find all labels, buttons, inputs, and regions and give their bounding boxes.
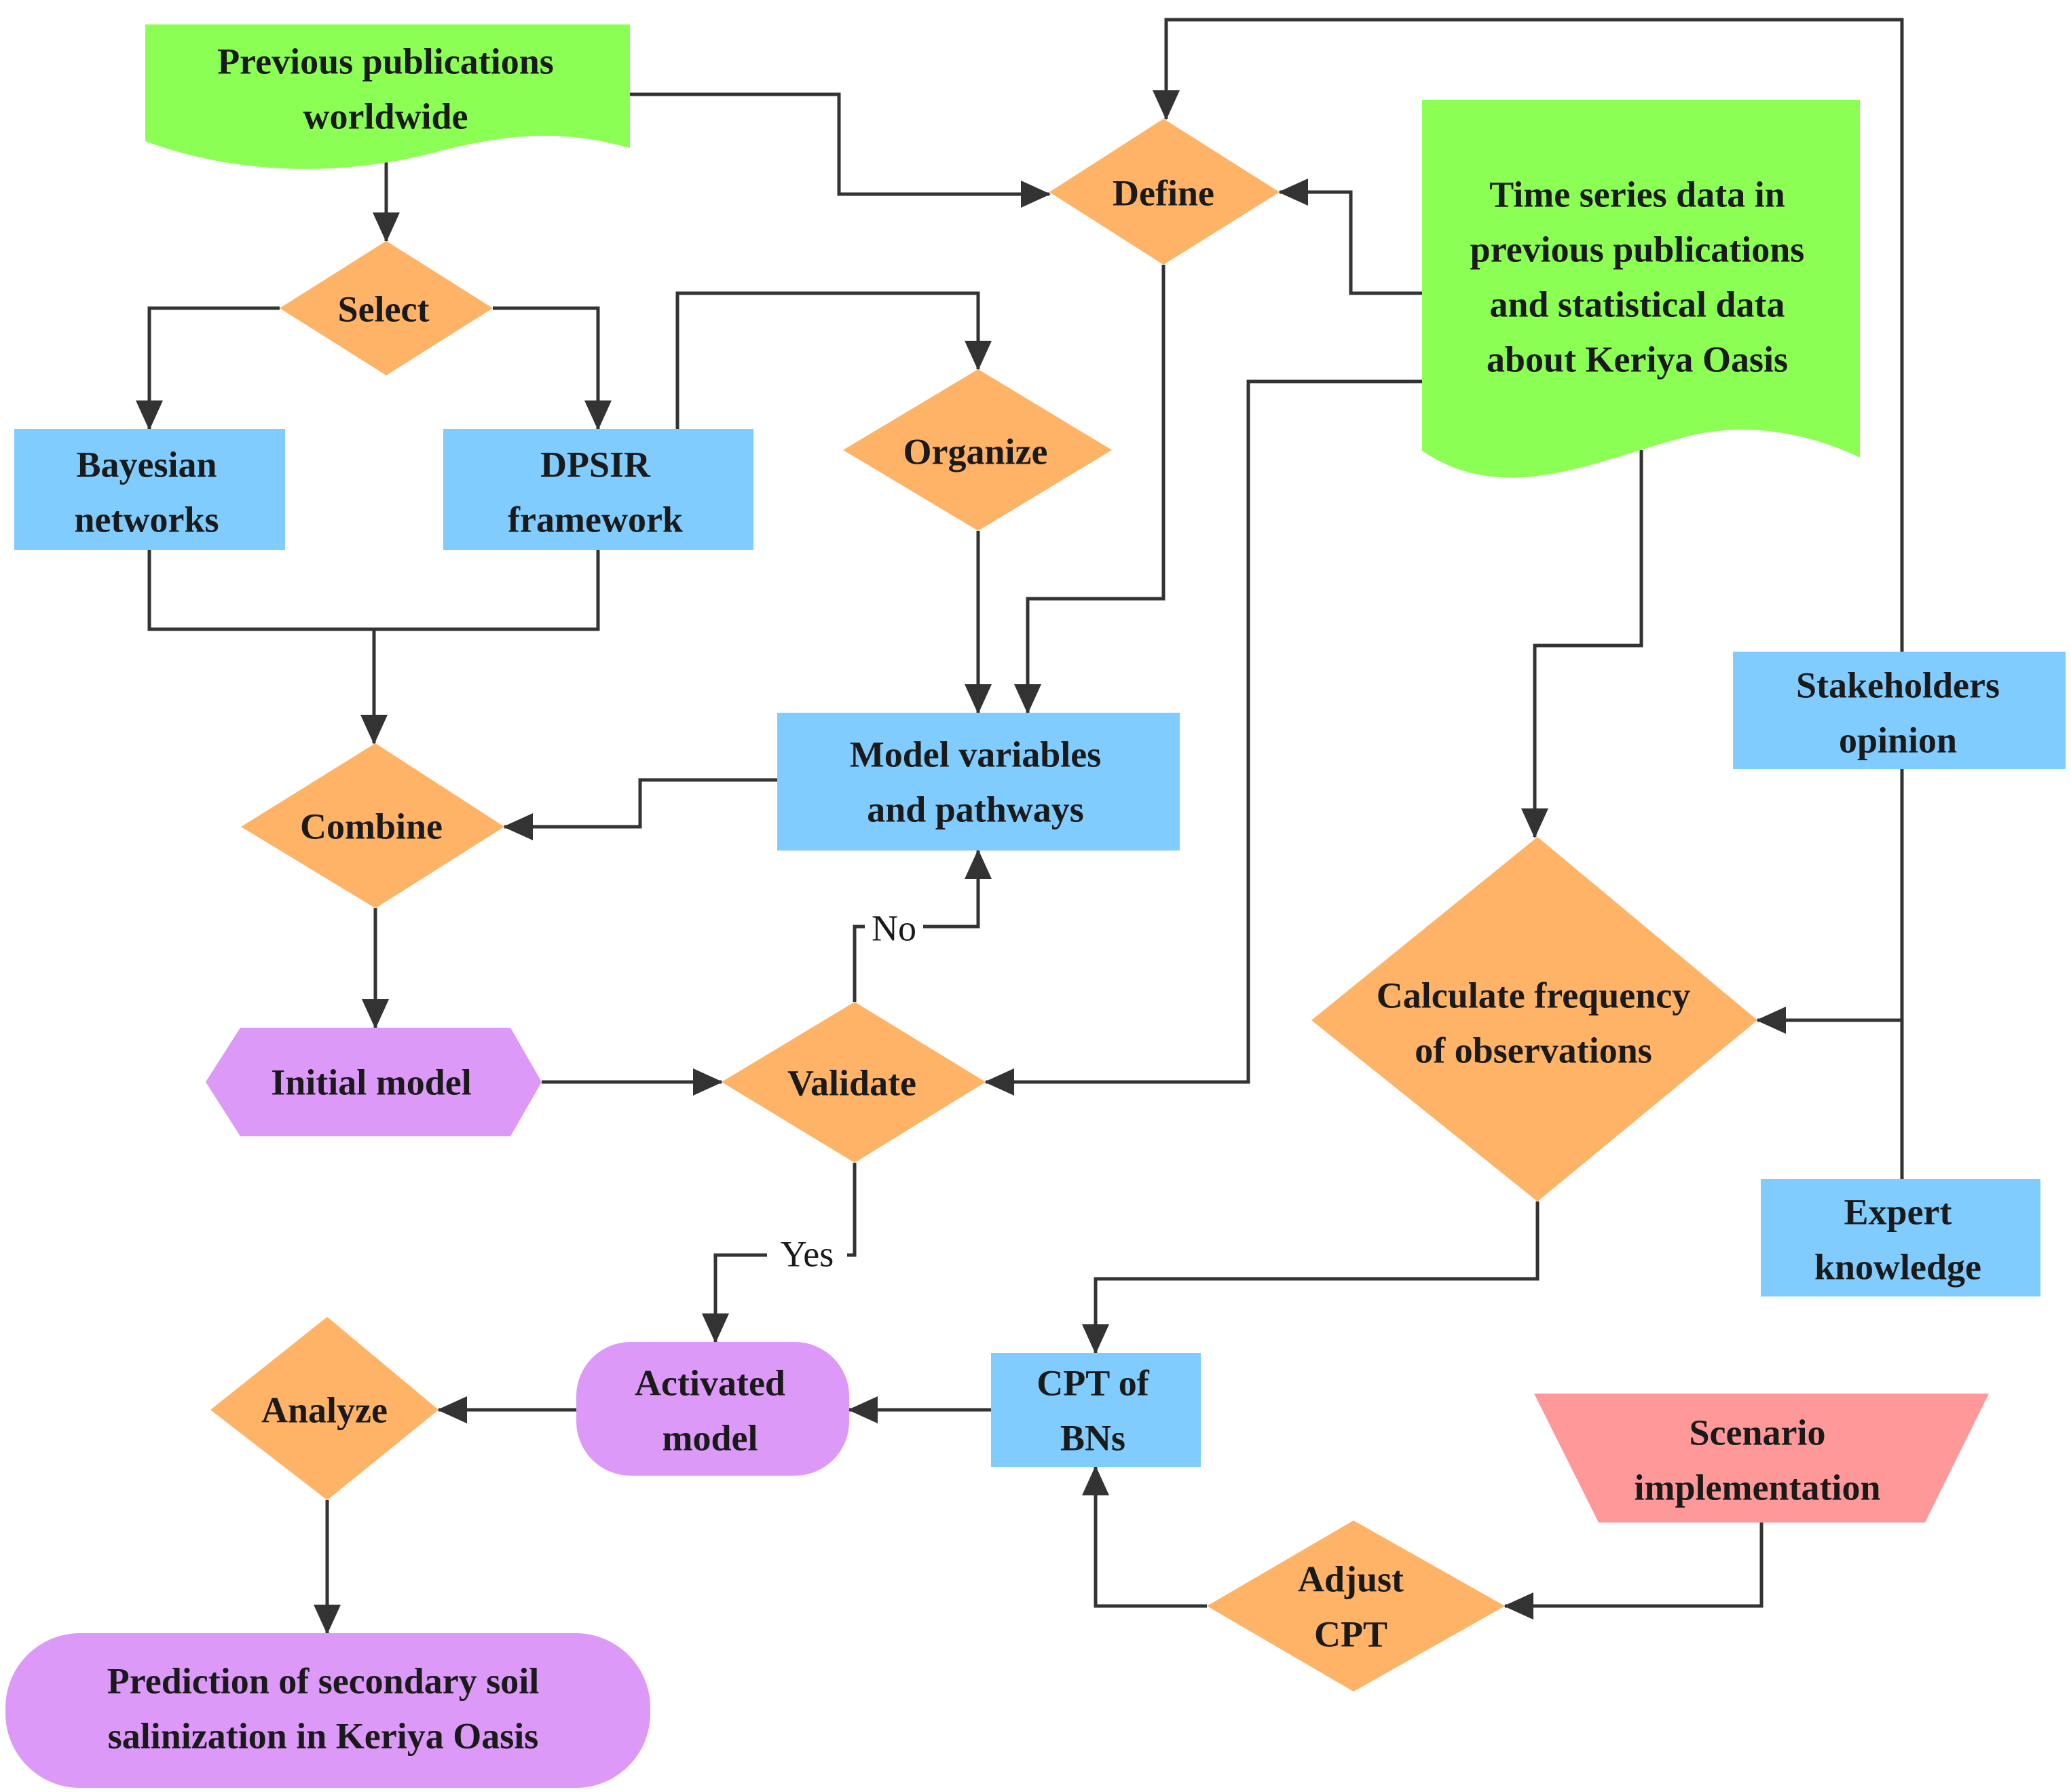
node-analyze: Analyze [210,1317,439,1500]
node-cpt-of-bns: CPT of BNs [991,1353,1201,1467]
node-time-series-data-line-1: Time series data in [1489,174,1785,214]
node-adjust-cpt-line-2: CPT [1314,1613,1387,1654]
node-previous-publications-line-2: worldwide [303,96,468,136]
node-calculate-frequency-line-1: Calculate frequency [1377,975,1690,1015]
edge-dpsir-to-organize [675,291,992,429]
edge-scenario-to-adjust-cpt [1504,1523,1764,1620]
diamond-shape [843,369,1112,531]
process-box [1733,652,2066,769]
edge-define-to-model-variables [1014,265,1165,714]
node-dpsir-framework: DPSIR framework [443,429,753,550]
edge-bayesian-dpsir-merge [147,550,600,631]
node-expert-knowledge: Expert knowledge [1761,1179,2040,1296]
node-expert-knowledge-line-2: knowledge [1814,1246,1981,1287]
node-calculate-frequency: Calculate frequency of observations [1311,837,1757,1201]
node-initial-model-line-1: Initial model [271,1062,472,1102]
document-shape [1422,100,1860,478]
node-prediction-line-1: Prediction of secondary soil [107,1660,539,1701]
edge-publications-to-define [630,92,1051,208]
edge-stakeholders-to-define [1153,18,1904,652]
document-shape [145,24,630,169]
node-previous-publications-line-1: Previous publications [217,41,554,81]
edge-label-no-group: No [865,908,923,953]
node-organize-line-1: Organize [903,431,1048,472]
edge-adjust-cpt-to-cpt [1082,1466,1207,1608]
node-validate-line-1: Validate [787,1062,916,1103]
node-prediction-line-2: salinization in Keriya Oasis [108,1715,539,1756]
node-model-variables: Model variables and pathways [777,713,1180,851]
trapezoid-shape [1534,1394,1989,1523]
node-model-variables-line-2: and pathways [867,789,1084,829]
node-combine: Combine [241,743,504,908]
node-calculate-frequency-line-2: of observations [1415,1030,1652,1070]
rounded-shape [5,1633,650,1788]
node-expert-knowledge-line-1: Expert [1844,1191,1952,1232]
connectors [136,18,1904,1635]
edge-timeseries-to-validate [984,379,1422,1096]
node-previous-publications: Previous publications worldwide [145,24,630,169]
edge-label-no: No [872,908,916,948]
node-combine-line-1: Combine [300,806,443,846]
node-define-line-1: Define [1113,172,1214,213]
diamond-shape [241,743,504,908]
node-validate: Validate [722,1002,986,1163]
process-box [14,429,285,550]
diamond-shape [722,1002,986,1163]
node-cpt-of-bns-line-2: BNs [1060,1417,1125,1458]
node-scenario-implementation-line-2: implementation [1635,1467,1881,1508]
edge-model-variables-to-combine [503,778,777,840]
node-define: Define [1049,119,1280,265]
node-dpsir-framework-line-1: DPSIR [540,444,651,485]
node-activated-model-line-1: Activated [635,1362,785,1403]
node-scenario-implementation-line-1: Scenario [1690,1412,1826,1453]
node-dpsir-framework-line-2: framework [508,499,683,540]
edge-select-to-bayesian [136,306,280,430]
node-stakeholders-opinion-line-1: Stakeholders [1796,665,2000,705]
edge-timeseries-to-define [1278,179,1422,295]
node-time-series-data-line-4: about Keriya Oasis [1487,339,1788,379]
process-box [1761,1179,2040,1296]
edge-timeseries-to-calculate [1521,450,1643,838]
node-cpt-of-bns-line-1: CPT of [1037,1362,1150,1403]
node-time-series-data: Time series data in previous publication… [1422,100,1860,478]
node-prediction: Prediction of secondary soil salinizatio… [5,1633,650,1788]
node-model-variables-line-1: Model variables [850,734,1101,774]
process-box [991,1353,1201,1467]
node-adjust-cpt-line-1: Adjust [1298,1558,1404,1599]
node-stakeholders-opinion-line-2: opinion [1839,720,1957,760]
node-adjust-cpt: Adjust CPT [1207,1520,1505,1692]
node-organize: Organize [843,369,1112,531]
diamond-shape [210,1317,439,1500]
node-bayesian-networks-line-2: networks [75,499,219,540]
diamond-shape [1207,1520,1505,1692]
edge-select-to-dpsir [493,306,612,430]
diamond-shape [1049,119,1280,265]
node-activated-model: Activated model [576,1342,849,1476]
diamond-shape [1311,837,1757,1201]
process-box [777,713,1180,851]
hexagon-shape [206,1028,542,1136]
node-bayesian-networks: Bayesian networks [14,429,285,550]
edge-label-yes: Yes [781,1233,834,1274]
node-select: Select [280,241,493,375]
node-activated-model-line-2: model [663,1417,758,1458]
node-analyze-line-1: Analyze [261,1389,388,1430]
node-time-series-data-line-3: and statistical data [1489,284,1785,324]
process-box [443,429,753,550]
node-scenario-implementation: Scenario implementation [1534,1394,1989,1523]
edge-label-yes-group: Yes [767,1233,847,1277]
node-bayesian-networks-line-1: Bayesian [76,444,217,485]
edge-calculate-to-cpt [1082,1201,1540,1354]
node-select-line-1: Select [338,288,430,329]
rounded-shape [576,1342,849,1476]
node-stakeholders-opinion: Stakeholders opinion [1733,652,2066,769]
node-initial-model: Initial model [206,1028,542,1136]
node-time-series-data-line-2: previous publications [1470,229,1805,269]
diamond-shape [280,241,493,375]
